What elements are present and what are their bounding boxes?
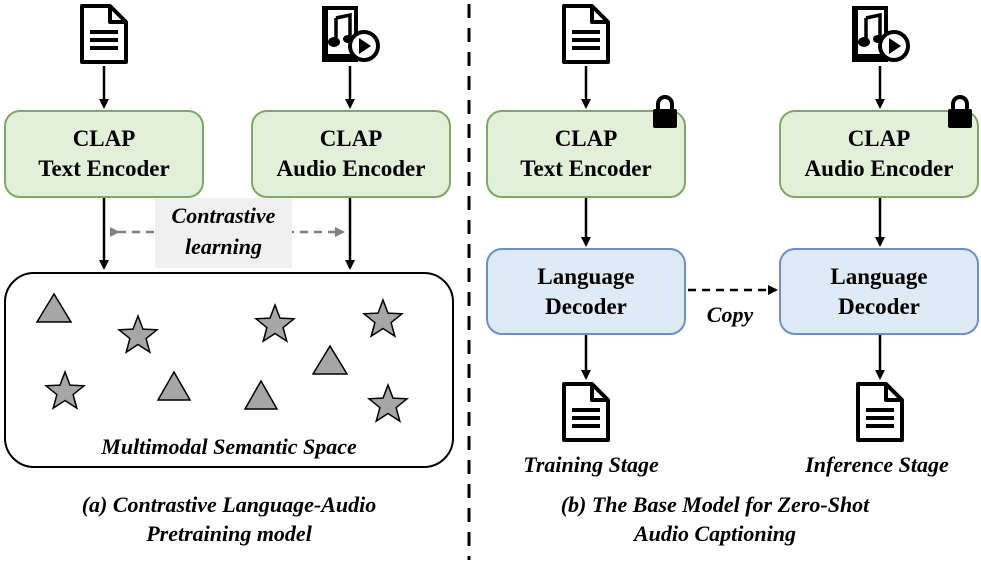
star-icon <box>366 382 410 423</box>
decoder-label-line1: Language <box>537 263 635 289</box>
star-icon <box>361 297 405 338</box>
clap-text-encoder-right: CLAP Text Encoder <box>486 110 686 198</box>
document-icon <box>562 4 610 64</box>
triangle-icon <box>156 370 192 401</box>
encoder-label-line1: CLAP <box>847 126 911 151</box>
triangle-icon <box>311 344 349 375</box>
encoder-label-line2: Text Encoder <box>38 156 170 181</box>
contrastive-label-line1: Contrastive <box>171 203 276 228</box>
clap-audio-encoder-left: CLAP Audio Encoder <box>251 110 451 198</box>
audio-file-icon <box>322 6 380 62</box>
multimodal-semantic-space <box>4 272 454 468</box>
document-icon <box>856 382 904 442</box>
encoder-label-line1: CLAP <box>319 126 383 151</box>
triangle-icon <box>243 379 279 410</box>
document-icon <box>80 4 128 64</box>
encoder-label-line2: Audio Encoder <box>276 156 426 181</box>
triangle-icon <box>35 292 73 323</box>
encoder-label-line2: Audio Encoder <box>804 156 954 181</box>
decoder-label-line2: Decoder <box>545 293 627 319</box>
training-stage-label: Training Stage <box>523 452 659 477</box>
star-icon <box>116 313 160 354</box>
contrastive-label-line2: learning <box>184 234 263 259</box>
caption-a-line2: Pretraining model <box>146 521 312 546</box>
audio-file-icon <box>852 6 910 62</box>
language-decoder-infer: Language Decoder <box>779 248 979 335</box>
star-icon <box>43 369 87 410</box>
semantic-space-label: Multimodal Semantic Space <box>101 434 357 459</box>
caption-a-line1: (a) Contrastive Language-Audio <box>81 492 377 517</box>
lock-icon <box>948 95 972 128</box>
inference-stage-label: Inference Stage <box>805 452 949 477</box>
decoder-label-line1: Language <box>830 263 928 289</box>
copy-label: Copy <box>706 302 754 327</box>
star-icon <box>253 302 297 343</box>
decoder-label-line2: Decoder <box>838 293 920 319</box>
clap-text-encoder-left: CLAP Text Encoder <box>4 110 204 198</box>
encoder-label-line2: Text Encoder <box>520 156 652 181</box>
encoder-label-line1: CLAP <box>72 126 136 151</box>
clap-audio-encoder-right: CLAP Audio Encoder <box>779 110 979 198</box>
contrastive-label-background <box>155 198 292 268</box>
language-decoder-train: Language Decoder <box>486 248 686 335</box>
caption-b-line1: (b) The Base Model for Zero-Shot <box>560 492 870 517</box>
document-icon <box>562 382 610 442</box>
encoder-label-line1: CLAP <box>554 126 618 151</box>
lock-icon <box>653 95 677 128</box>
caption-b-line2: Audio Captioning <box>633 521 796 546</box>
